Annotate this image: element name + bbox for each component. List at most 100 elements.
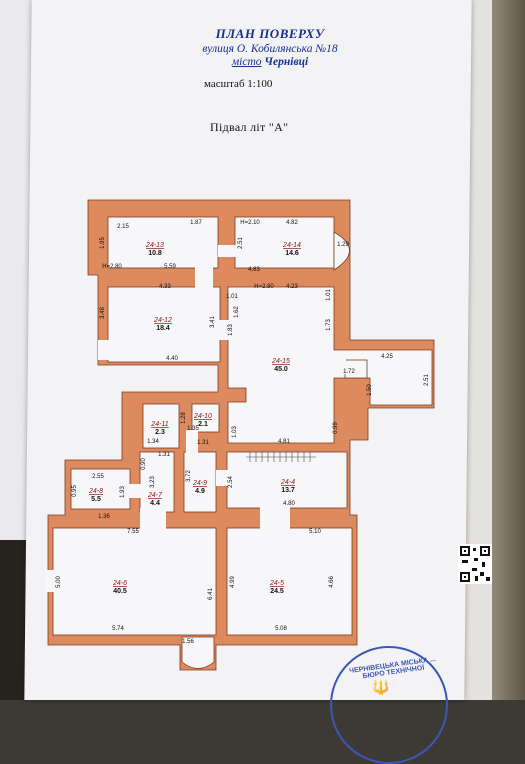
dimension-label: 1.83 xyxy=(228,324,234,336)
room-24-8 xyxy=(70,468,131,510)
dimension-label: 4.25 xyxy=(381,354,393,360)
staircase xyxy=(246,452,316,462)
dimension-label: 4.81 xyxy=(278,439,290,445)
dimension-label: 4.23 xyxy=(286,284,298,290)
room-area-label: 2.3 xyxy=(155,429,165,436)
dimension-label: 4.83 xyxy=(248,267,260,273)
room-24-13 xyxy=(107,216,219,269)
room-id-label: 24-12 xyxy=(153,317,172,324)
room-24-15 xyxy=(227,286,433,444)
dimension-label: 1.62 xyxy=(234,306,240,318)
room-24-6 xyxy=(52,527,217,636)
dimension-label: 4.40 xyxy=(166,356,178,362)
door-opening xyxy=(128,484,142,498)
room-24-14-bay xyxy=(333,231,350,271)
dimension-label: 1.93 xyxy=(120,486,126,498)
dimension-label: 0.95 xyxy=(72,485,78,497)
dimension-label: 0.90 xyxy=(141,458,147,470)
door-opening xyxy=(216,470,229,486)
room-id-label: 24-8 xyxy=(88,488,103,495)
dimension-label: 4.66 xyxy=(329,576,335,588)
dimension-label: 1.87 xyxy=(190,220,202,226)
room-24-9 xyxy=(183,451,217,513)
room-id-label: 24-11 xyxy=(150,421,168,428)
dimension-label: 1.73 xyxy=(326,319,332,331)
room-id-label: 24-4 xyxy=(280,479,295,486)
scale-label: масштаб 1:100 xyxy=(204,78,273,90)
room-area-label: 13.7 xyxy=(281,487,295,494)
room-area-label: 45.0 xyxy=(274,366,288,373)
city-name: Чернівці xyxy=(264,56,309,68)
dimension-label: 1.31 xyxy=(158,452,170,458)
dimension-label: 3.48 xyxy=(100,307,106,319)
dimension-label: 4.82 xyxy=(286,220,298,226)
room-24-5 xyxy=(226,527,353,636)
coat-of-arms-icon: 🔱 xyxy=(372,681,390,696)
dimension-label: 4.99 xyxy=(230,576,236,588)
room-area-label: 40.5 xyxy=(113,588,127,595)
room-area-label: 14.6 xyxy=(285,250,299,257)
room-id-label: 24-6 xyxy=(112,580,127,587)
room-id-label: 24-5 xyxy=(269,580,284,587)
dimension-label: 1.34 xyxy=(147,439,159,445)
dimension-label: H=2.80 xyxy=(254,284,274,290)
room-24-7 xyxy=(139,451,175,513)
dimension-label: 0.99 xyxy=(333,422,339,434)
qr-code xyxy=(458,544,492,584)
door-opening xyxy=(45,570,55,592)
dimension-label: 4.33 xyxy=(159,284,171,290)
dimension-label: 4.80 xyxy=(283,501,295,507)
room-area-label: 10.8 xyxy=(148,250,162,257)
dimension-label: 1.28 xyxy=(181,412,187,424)
room-id-label: 24-7 xyxy=(147,492,163,499)
dimension-label: 5.08 xyxy=(275,626,287,632)
room-area-label: 2.1 xyxy=(198,421,208,428)
plan-annotations: 24-1310.824-1414.624-1218.424-1545.024-1… xyxy=(56,220,430,645)
dimension-label: 5.59 xyxy=(164,264,176,270)
room-id-label: 24-9 xyxy=(192,480,207,487)
room-24-6-bay xyxy=(181,636,215,669)
dimension-label: 1.03 xyxy=(232,426,238,438)
dimension-label: H=2.10 xyxy=(240,220,260,226)
level-label: Підвал літ "А" xyxy=(210,120,289,134)
dimension-label: 1.95 xyxy=(100,237,106,249)
room-id-label: 24-14 xyxy=(282,242,301,249)
room-id-label: 24-10 xyxy=(193,413,212,420)
city-line: місто Чернівці xyxy=(150,56,390,68)
dimension-label: H=2.80 xyxy=(102,264,122,270)
plan-title: ПЛАН ПОВЕРХУ xyxy=(215,26,325,41)
dimension-label: 6.41 xyxy=(208,588,214,600)
dimension-label: 3.72 xyxy=(186,470,192,482)
floor-plan: 24-1310.824-1414.624-1218.424-1545.024-1… xyxy=(45,199,435,671)
dimension-label: 1.72 xyxy=(343,369,355,375)
title-block: ПЛАН ПОВЕРХУ вулиця О. Кобилянська №18 м… xyxy=(150,26,390,68)
door-opening xyxy=(334,358,346,374)
dimension-label: 2.15 xyxy=(117,224,129,230)
dimension-label: 1.31 xyxy=(197,440,209,446)
door-opening xyxy=(218,245,238,257)
dimension-label: 2.55 xyxy=(92,474,104,480)
rooms xyxy=(52,216,433,669)
door-opening xyxy=(98,340,110,360)
room-24-14 xyxy=(234,216,335,269)
room-area-label: 4.9 xyxy=(195,488,205,495)
room-id-label: 24-15 xyxy=(271,358,290,365)
dimension-label: 1.29 xyxy=(337,242,349,248)
dimension-label: 1.35 xyxy=(187,426,199,432)
street-address: вулиця О. Кобилянська №18 xyxy=(202,43,338,55)
door-opening xyxy=(195,266,213,289)
dimension-label: 5.10 xyxy=(309,529,321,535)
dimension-label: 1.01 xyxy=(326,289,332,301)
room-24-10 xyxy=(191,403,220,433)
room-area-label: 5.5 xyxy=(91,496,101,503)
door-opening xyxy=(218,320,230,340)
qr-code-icon xyxy=(460,546,490,582)
dimension-label: 7.55 xyxy=(127,529,139,535)
dimension-label: 5.00 xyxy=(56,576,62,588)
dimension-label: 2.54 xyxy=(228,476,234,488)
room-area-label: 24.5 xyxy=(270,588,284,595)
dimension-label: 2.51 xyxy=(424,374,430,386)
dimension-label: 1.56 xyxy=(182,639,194,645)
room-24-11 xyxy=(142,403,180,449)
dimension-label: 1.50 xyxy=(367,384,373,396)
